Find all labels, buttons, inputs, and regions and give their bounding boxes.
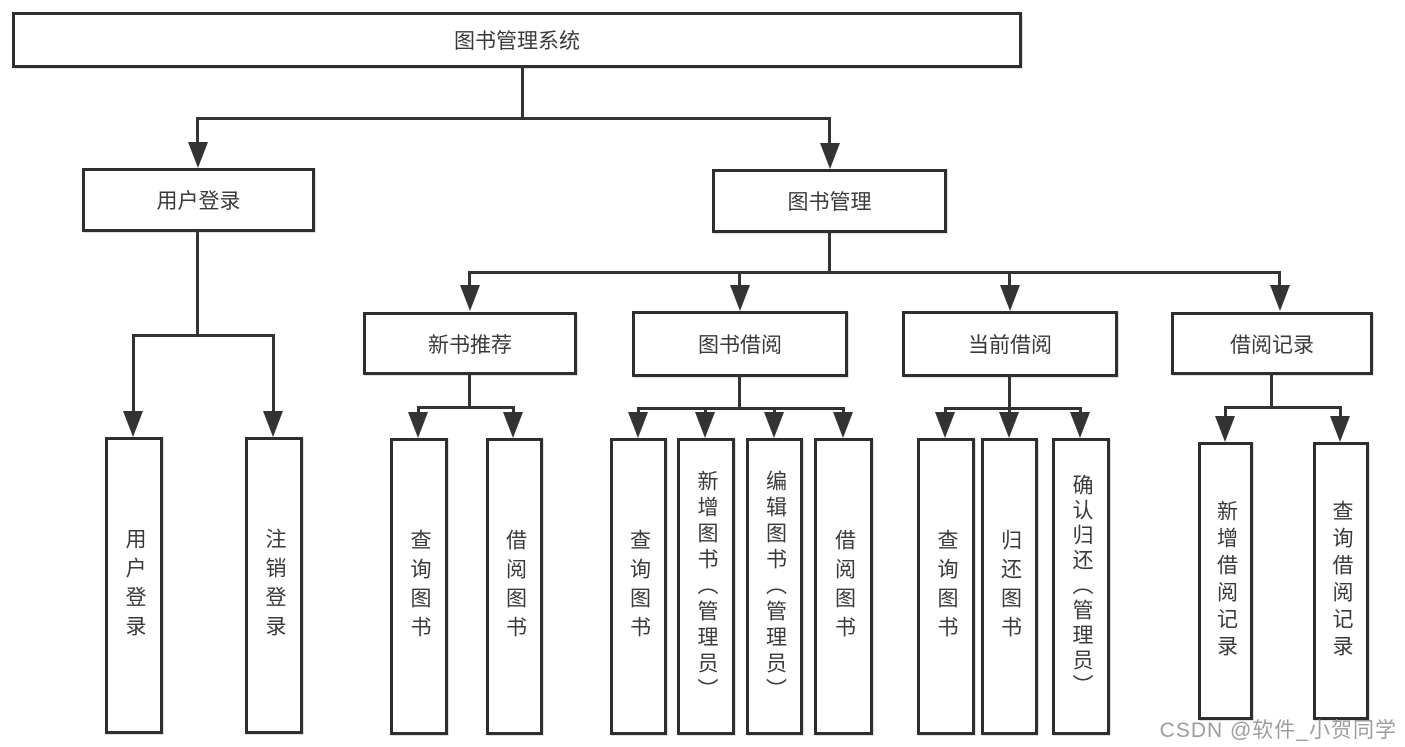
watermark-text: CSDN @软件_小贺同学 [1159,719,1397,742]
arrow-down-icon [460,285,480,311]
connector-line [468,271,471,287]
leaf-query-book-1-label: 查询图书 [408,528,431,645]
leaf-edit-book-admin-label: 编辑图书（管理员） [763,469,787,704]
leaf-borrow-book-2-box: 借阅图书 [814,438,873,735]
connector-line [1339,406,1342,418]
arrow-down-icon [833,412,853,438]
arrow-down-icon [1330,416,1350,442]
connector-line [132,334,275,337]
arrow-down-icon [1000,285,1020,311]
connector-line [1270,373,1273,409]
connector-line [1224,406,1227,418]
node-book-management-label: 图书管理 [787,191,872,214]
arrow-down-icon [1070,412,1090,438]
connector-line [196,117,199,144]
node-current-borrow-label: 当前借阅 [968,334,1052,357]
arrow-down-icon [188,142,208,168]
leaf-query-book-2-box: 查询图书 [610,438,667,735]
leaf-borrow-book-2-label: 借阅图书 [832,528,856,645]
leaf-query-borrow-record-box: 查询借阅记录 [1313,442,1369,720]
connector-line [272,334,275,411]
node-user-login-label: 用户登录 [156,190,241,213]
connector-line [512,406,515,414]
connector-line [1008,271,1011,287]
leaf-query-book-1-box: 查询图书 [390,438,448,735]
node-borrow-record-box: 借阅记录 [1171,312,1373,375]
node-borrow-record-label: 借阅记录 [1230,333,1314,357]
leaf-logout-label: 注销登录 [263,527,286,644]
connector-line [1008,375,1011,410]
arrow-down-icon [764,412,784,438]
connector-line [1278,271,1281,287]
connector-line [828,231,831,274]
connector-line [1079,407,1082,414]
leaf-add-borrow-record-label: 新增借阅记录 [1214,500,1238,662]
arrow-down-icon [628,412,648,438]
arrow-down-icon [1215,416,1235,442]
connector-line [196,230,199,337]
connector-line [842,407,845,414]
connector-line [738,271,741,287]
connector-line [1224,406,1342,409]
arrow-down-icon [820,143,840,169]
arrow-down-icon [503,412,523,438]
arrow-down-icon [408,412,428,438]
connector-line [132,334,135,411]
leaf-query-book-2-label: 查询图书 [627,528,651,645]
connector-line [773,407,776,414]
leaf-confirm-return-admin-box: 确认归还（管理员） [1052,438,1110,735]
connector-line [944,407,1082,410]
arrow-down-icon [1270,285,1290,311]
leaf-add-book-admin-label: 新增图书（管理员） [695,469,718,704]
connector-line [196,117,831,120]
arrow-down-icon [695,412,715,438]
arrow-down-icon [999,412,1019,438]
connector-line [637,407,845,410]
connector-line [417,406,515,409]
connector-line [1008,407,1011,414]
node-root-box: 图书管理系统 [12,12,1022,68]
node-current-borrow-box: 当前借阅 [902,311,1118,377]
node-book-borrow-box: 图书借阅 [632,311,848,377]
leaf-add-borrow-record-box: 新增借阅记录 [1198,442,1253,720]
node-new-book-recommend-label: 新书推荐 [428,333,512,357]
leaf-return-book-box: 归还图书 [981,438,1038,735]
node-book-borrow-label: 图书借阅 [698,334,782,357]
arrow-down-icon [730,285,750,311]
leaf-user-login-label: 用户登录 [123,527,146,644]
node-root-label: 图书管理系统 [454,30,580,53]
arrow-down-icon [935,412,955,438]
node-book-management-box: 图书管理 [712,169,947,233]
arrow-down-icon [123,411,143,437]
connector-line [521,65,524,120]
connector-line [738,375,741,410]
leaf-logout-box: 注销登录 [245,437,303,734]
node-user-login-box: 用户登录 [82,168,315,232]
leaf-query-borrow-record-label: 查询借阅记录 [1330,500,1353,662]
connector-line [468,373,471,409]
leaf-query-book-3-label: 查询图书 [935,528,958,645]
leaf-edit-book-admin-box: 编辑图书（管理员） [746,438,803,735]
connector-line [468,271,1281,274]
connector-line [704,407,707,414]
leaf-query-book-3-box: 查询图书 [917,438,975,735]
arrow-down-icon [263,411,283,437]
node-new-book-recommend-box: 新书推荐 [363,312,577,375]
leaf-user-login-box: 用户登录 [105,437,163,734]
leaf-borrow-book-1-box: 借阅图书 [486,438,543,735]
leaf-confirm-return-admin-label: 确认归还（管理员） [1070,474,1093,699]
connector-line [637,407,640,414]
leaf-return-book-label: 归还图书 [998,528,1022,645]
leaf-borrow-book-1-label: 借阅图书 [503,528,527,645]
connector-line [417,406,420,414]
leaf-add-book-admin-box: 新增图书（管理员） [677,438,735,735]
connector-line [828,117,831,144]
connector-line [944,407,947,414]
